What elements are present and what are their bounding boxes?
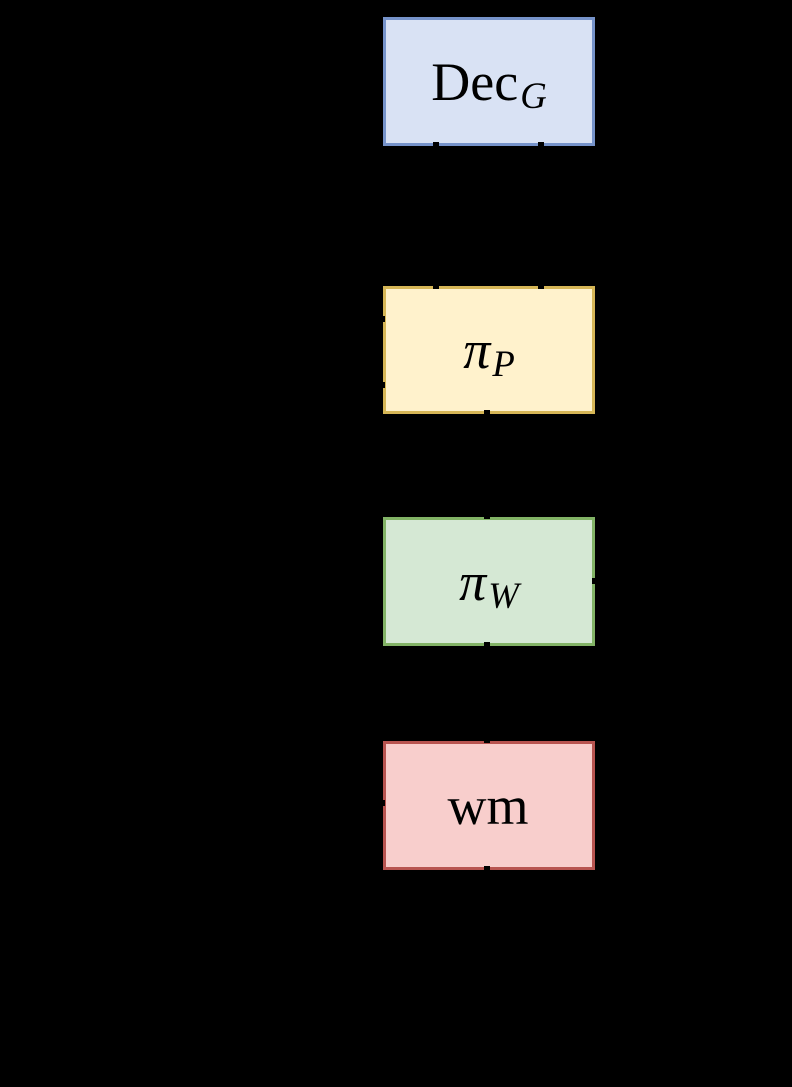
- node-pi-w-label-subscript: W: [488, 574, 519, 616]
- node-dec-g-label-main: Dec: [431, 51, 519, 112]
- connector-stub: [484, 738, 490, 743]
- connector-stub: [433, 284, 439, 289]
- connector-stub: [484, 514, 490, 519]
- connector-stub: [538, 284, 544, 289]
- node-wm: wm: [383, 741, 595, 870]
- node-pi-w-label: πW: [459, 551, 519, 614]
- connector-stub: [380, 382, 385, 388]
- connector-stub: [433, 142, 439, 147]
- connector-stub: [484, 410, 490, 415]
- connector-stub: [380, 800, 385, 806]
- connector-stub: [484, 642, 490, 647]
- connector-stub: [592, 578, 597, 584]
- node-pi-w: πW: [383, 517, 595, 646]
- node-pi-p-label: πP: [463, 320, 515, 382]
- node-wm-label-main: wm: [447, 775, 529, 836]
- node-pi-p: πP: [383, 286, 595, 414]
- node-pi-p-label-subscript: P: [492, 343, 515, 385]
- node-dec-g-label-subscript: G: [520, 74, 547, 116]
- node-dec-g-label: DecG: [431, 51, 546, 114]
- node-wm-label: wm: [448, 779, 531, 833]
- connector-stub: [380, 316, 385, 322]
- connector-stub: [538, 142, 544, 147]
- node-dec-g: DecG: [383, 17, 595, 146]
- node-pi-w-label-main: π: [459, 551, 487, 612]
- node-pi-p-label-main: π: [463, 320, 491, 380]
- connector-stub: [484, 866, 490, 871]
